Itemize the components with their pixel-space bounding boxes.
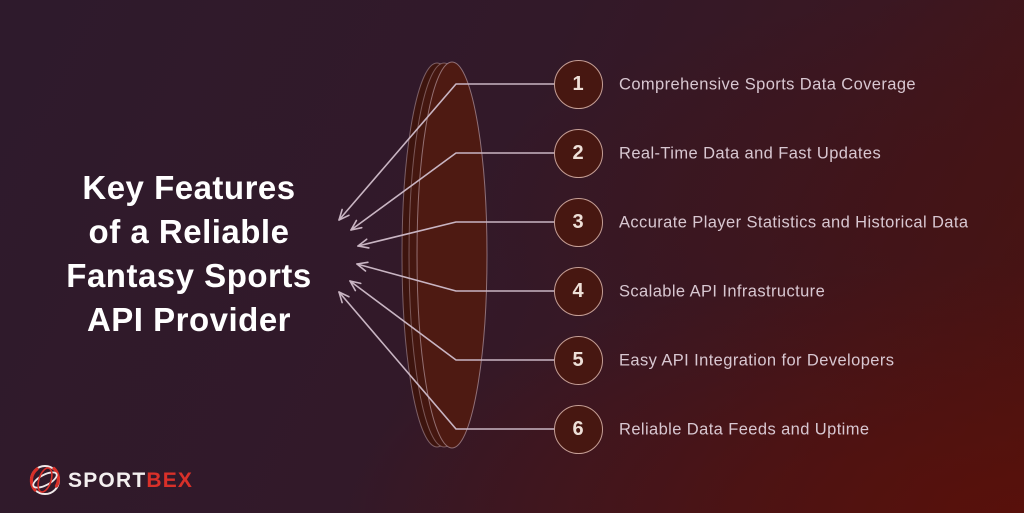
title-line: Key Features <box>82 169 296 206</box>
connector-line <box>338 83 555 221</box>
logo: SPORTBEX <box>27 462 193 498</box>
disc-ellipse-front <box>416 61 488 449</box>
title-line: of a Reliable <box>88 213 290 250</box>
connector-line <box>349 280 555 361</box>
connector-arrow-icon <box>338 291 350 304</box>
feature-label: Scalable API Infrastructure <box>619 282 826 301</box>
feature-number-badge: 3 <box>553 197 603 247</box>
logo-text-sport: SPORT <box>68 468 147 492</box>
feature-number-badge: 5 <box>553 335 603 385</box>
logo-text-bex: BEX <box>146 468 194 492</box>
connector-line <box>350 152 555 231</box>
connector-layer <box>338 83 555 430</box>
title-line: API Provider <box>86 301 292 338</box>
feature-label: Real-Time Data and Fast Updates <box>619 144 882 163</box>
connector-arrow-icon <box>357 238 370 249</box>
connector-arrow-icon <box>356 261 369 272</box>
connector-line <box>356 263 555 292</box>
feature-number-badge: 6 <box>553 404 603 454</box>
feature-number-badge: 4 <box>553 266 603 316</box>
feature-number-badge: 2 <box>553 128 603 178</box>
connector-line <box>338 291 555 430</box>
feature-label: Comprehensive Sports Data Coverage <box>619 75 916 94</box>
connector-arrow-icon <box>338 208 350 221</box>
connector-arrow-icon <box>350 219 363 231</box>
connector-arrow-icon <box>349 280 362 292</box>
disc-shape <box>401 61 488 449</box>
sportbex-logo-icon <box>29 465 60 495</box>
feature-label: Easy API Integration for Developers <box>619 351 895 370</box>
feature-number-badge: 1 <box>553 59 603 109</box>
logo-wordmark: SPORTBEX <box>68 470 193 491</box>
page-title: Key Features of a Reliable Fantasy Sport… <box>38 166 340 342</box>
feature-label: Accurate Player Statistics and Historica… <box>619 213 969 232</box>
connector-line <box>357 221 555 247</box>
title-line: Fantasy Sports <box>66 257 312 294</box>
feature-label: Reliable Data Feeds and Uptime <box>619 420 870 439</box>
